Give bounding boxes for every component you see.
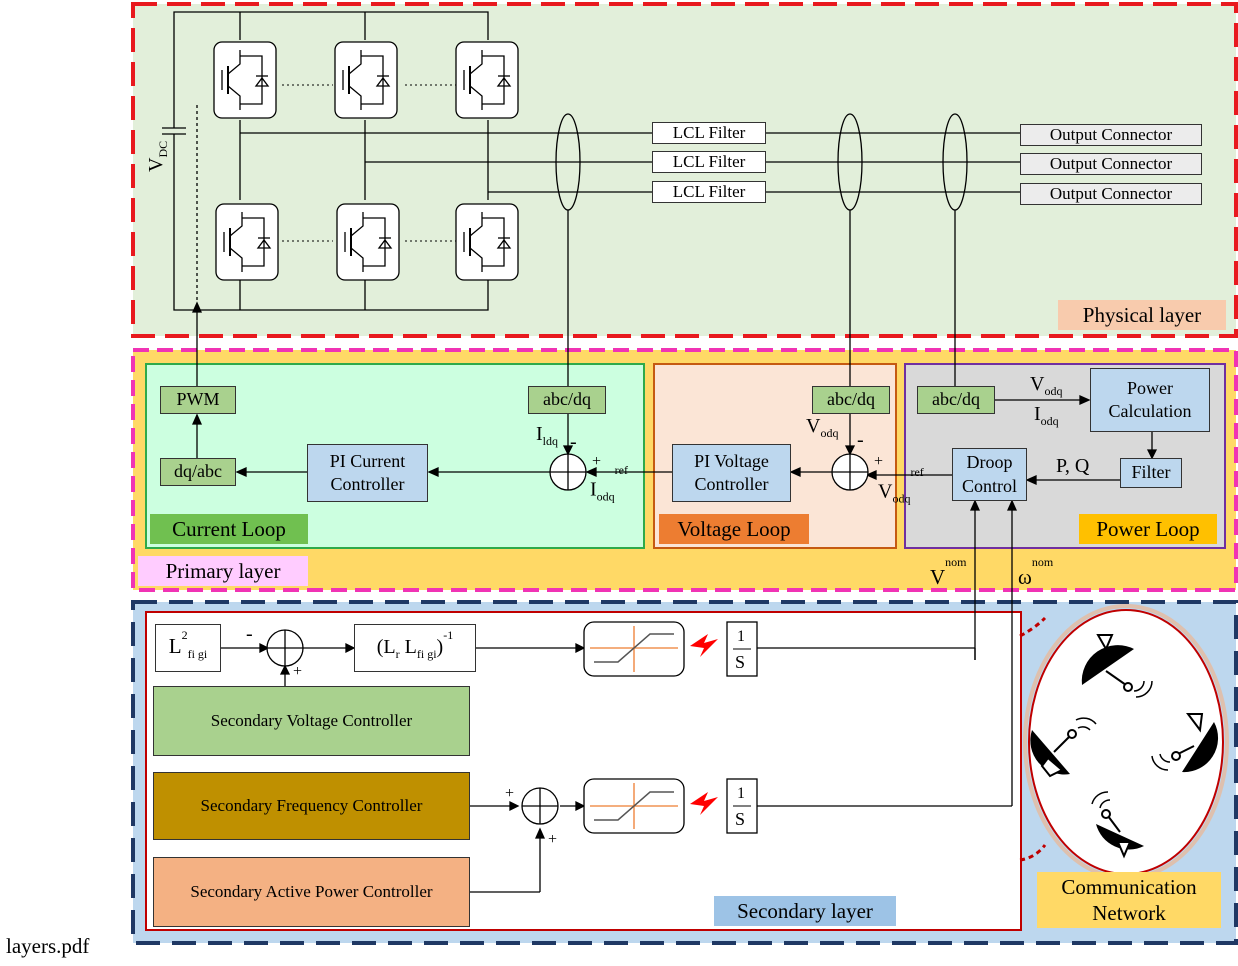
pi-voltage-controller: PI Voltage Controller <box>672 444 791 502</box>
igbt-switch-1 <box>213 41 277 119</box>
dq-abc-block: dq/abc <box>160 458 236 486</box>
lcl-filter-3: LCL Filter <box>652 181 766 203</box>
filter-block: Filter <box>1120 458 1182 488</box>
igbt-switch-5 <box>336 203 400 281</box>
secondary-voltage-controller: Secondary Voltage Controller <box>153 686 470 756</box>
igbt-switch-2 <box>334 41 398 119</box>
lcl-filter-2: LCL Filter <box>652 151 766 173</box>
power-loop-tag: Power Loop <box>1079 514 1217 544</box>
sec-plus-sign-3: + <box>548 831 558 848</box>
igbt-switch-4 <box>215 203 279 281</box>
igbt-switch-3 <box>455 41 519 119</box>
integrator-1-num: 1 <box>737 628 745 645</box>
output-connector-1: Output Connector <box>1020 124 1202 146</box>
integrator-1-den: S <box>735 652 746 672</box>
lcl-filter-1: LCL Filter <box>652 122 766 144</box>
inverse-gain-block: (Lr Lfi gi)-1 <box>354 624 476 672</box>
power-i-odq-label: Iodq <box>1034 403 1059 428</box>
footer-filename: layers.pdf <box>6 934 90 958</box>
droop-control-block: Droop Control <box>952 448 1027 501</box>
satellite-dish-icon-2 <box>1030 717 1097 778</box>
physical-layer-tag: Physical layer <box>1058 300 1226 330</box>
comm-lightning-icon-2 <box>690 792 718 815</box>
integrator-2-den: S <box>735 809 746 829</box>
communication-network-tag: Communication Network <box>1037 872 1221 928</box>
v-odq-label: Vodq <box>806 415 839 440</box>
voltage-minus-sign: - <box>857 429 864 451</box>
power-abc-dq-block: abc/dq <box>917 386 995 414</box>
communication-network <box>1019 604 1229 880</box>
satellite-dish-icon-4 <box>1091 791 1144 859</box>
current-plus-sign: + <box>592 453 602 470</box>
current-loop-tag: Current Loop <box>150 514 308 544</box>
comm-lightning-icon-1 <box>690 634 718 657</box>
current-minus-sign: - <box>570 431 577 453</box>
summing-junctions <box>549 453 869 491</box>
igbt-switch-6 <box>455 203 519 281</box>
secondary-frequency-controller: Secondary Frequency Controller <box>153 772 470 840</box>
pwm-block: PWM <box>160 386 236 414</box>
output-connector-2: Output Connector <box>1020 153 1202 175</box>
pq-label: P, Q <box>1056 455 1090 477</box>
satellite-dish-icon-3 <box>1151 713 1219 773</box>
voltage-plus-sign: + <box>874 453 884 470</box>
power-calculation-block: Power Calculation <box>1090 368 1210 432</box>
v-odq-ref-label: Vodqref <box>878 465 924 506</box>
w-nom-label: ωnom <box>1018 555 1054 589</box>
vdc-label: VDC <box>145 140 170 172</box>
integrator-2-num: 1 <box>737 785 745 802</box>
l-squared-block: L2fi gi <box>155 624 221 672</box>
i-ldq-label: Ildq <box>536 423 559 448</box>
pi-current-controller: PI Current Controller <box>307 444 428 502</box>
output-connector-3: Output Connector <box>1020 183 1202 205</box>
sec-minus-sign: - <box>246 623 253 645</box>
saturation-block-1 <box>583 621 685 677</box>
i-odq-ref-label: Iodqref <box>590 463 628 504</box>
v-nom-label: Vnom <box>930 555 967 589</box>
power-v-odq-label: Vodq <box>1030 373 1063 398</box>
current-abc-dq-block: abc/dq <box>528 386 606 414</box>
sec-plus-sign-2: + <box>505 785 515 802</box>
secondary-layer-tag: Secondary layer <box>714 896 896 926</box>
voltage-loop-tag: Voltage Loop <box>659 514 809 544</box>
primary-layer-tag: Primary layer <box>138 556 308 586</box>
saturation-block-2 <box>583 778 685 834</box>
voltage-abc-dq-block: abc/dq <box>812 386 890 414</box>
integrator-block-2 <box>726 778 758 834</box>
sec-plus-sign-1: + <box>293 663 303 680</box>
secondary-active-power-controller: Secondary Active Power Controller <box>153 857 470 927</box>
satellite-dish-icon-1 <box>1081 634 1153 698</box>
